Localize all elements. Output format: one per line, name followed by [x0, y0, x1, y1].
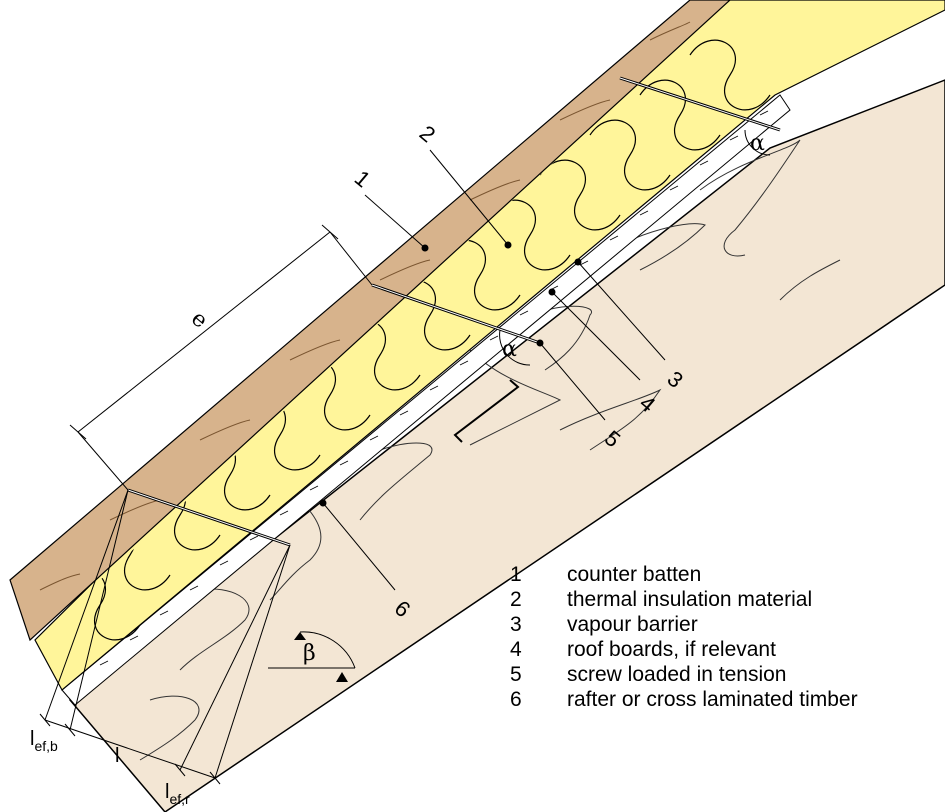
legend-num: 6 — [510, 687, 522, 711]
callout-2: 2 — [415, 120, 440, 147]
alpha-arc-top — [744, 129, 771, 156]
legend: 1 counter batten 2 thermal insulation mate… — [510, 562, 940, 712]
label-l: l — [115, 745, 119, 767]
dimension-e — [69, 224, 373, 491]
legend-text: rafter or cross laminated timber — [567, 687, 858, 711]
dimension-bottom — [39, 489, 291, 785]
legend-num: 4 — [510, 637, 522, 661]
batten-grain — [39, 21, 691, 591]
legend-item: 5 screw loaded in tension — [510, 662, 940, 687]
legend-num: 3 — [510, 612, 522, 636]
callout-1: 1 — [350, 165, 375, 192]
label-alpha-top: α — [750, 131, 765, 156]
legend-text: counter batten — [567, 562, 702, 586]
label-lef-r: lef,r — [165, 781, 190, 807]
alpha-arc-mid — [499, 329, 531, 366]
shear-symbol — [453, 379, 520, 443]
legend-item: 4 roof boards, if relevant — [510, 637, 940, 662]
legend-item: 6 rafter or cross laminated timber — [510, 687, 940, 712]
legend-num: 1 — [510, 562, 522, 586]
label-beta: β — [303, 641, 316, 666]
counter-batten — [9, 0, 731, 642]
legend-num: 5 — [510, 662, 522, 686]
beta-arc — [299, 631, 356, 669]
legend-text: screw loaded in tension — [567, 662, 787, 686]
legend-text: vapour barrier — [567, 612, 698, 636]
rafter — [68, 79, 945, 812]
legend-num: 2 — [510, 587, 522, 611]
insulation-waves — [59, 39, 771, 641]
roof-board-hatch — [99, 110, 769, 666]
roof-boards — [61, 94, 791, 706]
legend-item: 2 thermal insulation material — [510, 587, 940, 612]
label-lef-b: lef,b — [30, 728, 58, 754]
legend-text: thermal insulation material — [567, 587, 813, 611]
legend-text: roof boards, if relevant — [567, 637, 776, 661]
beta-arrow-top — [294, 632, 306, 640]
screws — [127, 76, 781, 547]
leader-lines — [319, 149, 666, 591]
legend-item: 1 counter batten — [510, 562, 940, 587]
label-e: e — [186, 306, 212, 334]
label-alpha-mid: α — [502, 337, 517, 362]
beta-arrow-bottom — [336, 672, 348, 682]
timber-grain — [139, 139, 841, 761]
legend-item: 3 vapour barrier — [510, 612, 940, 637]
